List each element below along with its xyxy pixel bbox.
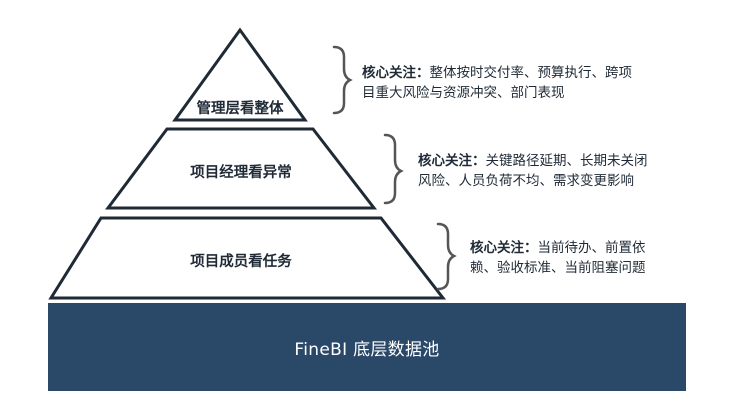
data-pool-label: FineBI 底层数据池 xyxy=(294,339,440,360)
note-project-member: 核心关注：当前待办、前置依 赖、验收标准、当前阻塞问题 xyxy=(470,238,646,278)
note-text: 整体按时交付率、预算执行、跨项 xyxy=(429,65,633,81)
note-management: 核心关注：整体按时交付率、预算执行、跨项 目重大风险与资源冲突、部门表现 xyxy=(362,63,632,103)
note-text: 关键路径延期、长期未关闭 xyxy=(485,153,648,169)
tier-label-project-member: 项目成员看任务 xyxy=(190,254,292,270)
pyramid-tier-middle xyxy=(105,127,378,210)
bracket-top xyxy=(332,45,353,115)
cropped-caption-remnant xyxy=(140,396,560,405)
note-text: 目重大风险与资源冲突、部门表现 xyxy=(362,85,565,101)
note-text: 赖、验收标准、当前阻塞问题 xyxy=(470,260,646,276)
note-key: 核心关注： xyxy=(470,240,538,256)
note-text: 风险、人员负荷不均、需求变更影响 xyxy=(418,173,634,189)
note-text: 当前待办、前置依 xyxy=(537,240,646,256)
note-project-manager: 核心关注：关键路径延期、长期未关闭 风险、人员负荷不均、需求变更影响 xyxy=(418,151,648,191)
bracket-bottom xyxy=(436,222,457,291)
bracket-middle xyxy=(383,133,404,205)
data-pool-bar: FineBI 底层数据池 xyxy=(48,303,686,391)
note-key: 核心关注： xyxy=(418,153,486,169)
pyramid-tier-bottom xyxy=(48,216,447,300)
tier-label-project-manager: 项目经理看异常 xyxy=(190,165,292,181)
tier-label-management: 管理层看整体 xyxy=(196,101,284,117)
note-key: 核心关注： xyxy=(362,65,430,81)
pyramid-tier-top xyxy=(172,27,308,122)
